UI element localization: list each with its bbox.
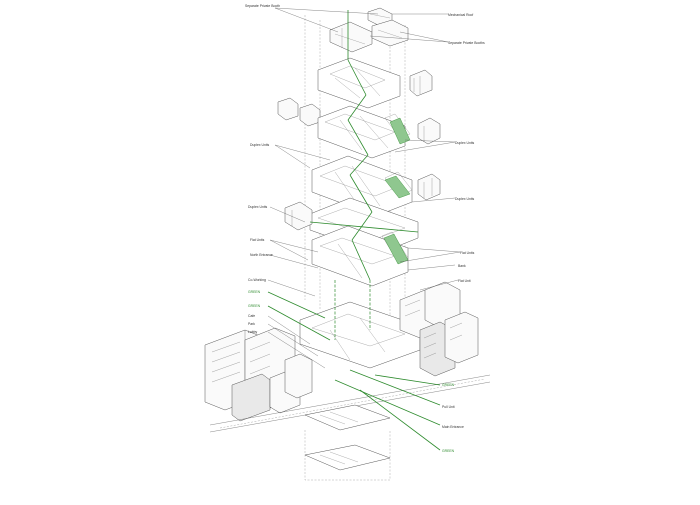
floor-level-1	[277, 57, 433, 127]
basement-parking	[304, 404, 391, 481]
label-green-4: GREEN	[442, 449, 455, 453]
roof-level	[329, 7, 409, 53]
label-flat-units-left: Flat Units	[250, 238, 265, 242]
label-lobby: Lobby	[248, 330, 258, 334]
green-circulation	[309, 10, 441, 451]
label-green-1: GREEN	[248, 290, 261, 294]
label-north-entrance: North Entrance	[250, 253, 273, 257]
label-main-entrance: Main Entrance	[442, 425, 464, 429]
label-duplex-units-2: Duplex Units	[455, 141, 475, 145]
annotation-labels: Separate Private Booth Mechanical Roof S…	[245, 4, 485, 453]
right-buildings	[399, 281, 479, 377]
label-pull-unit: Pull Unit	[442, 405, 455, 409]
label-duplex-units-3: Duplex Units	[455, 197, 475, 201]
label-mechanical-roof: Mechanical Roof	[448, 13, 473, 17]
label-green-3: GREEN	[442, 383, 455, 387]
label-flat-units-right: Flat Units	[460, 251, 475, 255]
label-separate-private-booths: Separate Private Booths	[448, 41, 485, 45]
floor-level-2	[317, 105, 441, 159]
left-buildings	[204, 327, 313, 422]
label-park: Park	[248, 322, 255, 326]
label-co-working: Co-Working	[248, 278, 266, 282]
label-bank: Bank	[458, 264, 466, 268]
label-flat-unit: Flat Unit	[458, 279, 471, 283]
label-cafe: Cafe	[248, 314, 255, 318]
label-separate-private-booth: Separate Private Booth	[245, 4, 280, 8]
leader-lines	[267, 7, 461, 369]
label-green-2: GREEN	[248, 304, 261, 308]
label-duplex-units-4: Duplex Units	[248, 205, 268, 209]
label-duplex-units-1: Duplex Units	[250, 143, 270, 147]
